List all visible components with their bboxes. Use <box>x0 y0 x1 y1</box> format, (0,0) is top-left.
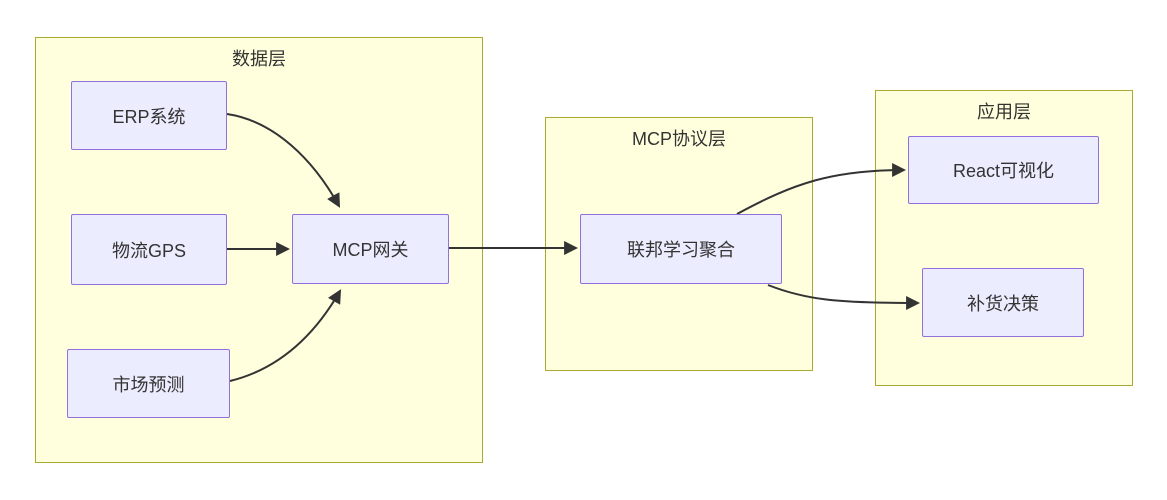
group-title-app-layer: 应用层 <box>977 102 1031 122</box>
node-label-market: 市场预测 <box>112 374 185 395</box>
node-label-replenish: 补货决策 <box>967 293 1039 314</box>
node-label-gps: 物流GPS <box>111 240 186 261</box>
node-react: React可视化 <box>908 136 1099 204</box>
node-gateway: MCP网关 <box>292 214 449 284</box>
node-replenish: 补货决策 <box>922 268 1084 337</box>
node-label-gateway: MCP网关 <box>332 240 409 260</box>
node-label-fed: 联邦学习聚合 <box>627 240 735 260</box>
group-title-data-layer: 数据层 <box>232 49 286 69</box>
group-title-mcp-layer: MCP协议层 <box>632 129 726 149</box>
node-market: 市场预测 <box>67 349 230 418</box>
node-label-react: React可视化 <box>952 161 1055 181</box>
node-fed: 联邦学习聚合 <box>580 214 782 284</box>
group-app-layer: 应用层 <box>875 90 1133 386</box>
node-erp: ERP系统 <box>71 81 227 150</box>
node-gps: 物流GPS <box>71 214 227 285</box>
node-label-erp: ERP系统 <box>112 106 186 127</box>
